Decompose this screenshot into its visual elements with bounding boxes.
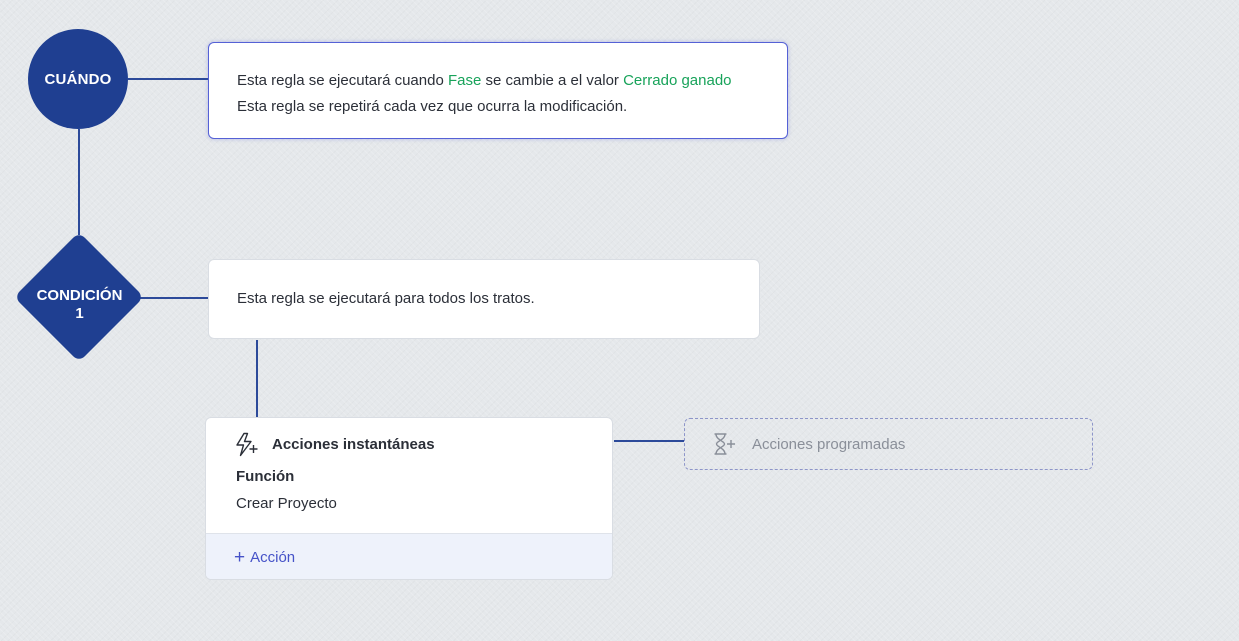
when-node-label: CUÁNDO bbox=[44, 70, 112, 88]
scheduled-actions-button[interactable]: Acciones programadas bbox=[684, 418, 1093, 470]
add-action-label: Acción bbox=[250, 549, 296, 566]
trigger-field: Fase bbox=[447, 72, 482, 89]
condition-node-label-line1: CONDICIÓN bbox=[36, 287, 123, 304]
add-action-button[interactable]: + Acción bbox=[206, 533, 612, 579]
hourglass-plus-icon bbox=[714, 433, 735, 455]
trigger-value: Cerrado ganado bbox=[623, 72, 732, 89]
condition-card[interactable]: Esta regla se ejecutará para todos los t… bbox=[208, 259, 760, 339]
condition-node-label: CONDICIÓN 1 bbox=[14, 287, 145, 323]
function-value[interactable]: Crear Proyecto bbox=[236, 495, 337, 512]
instant-actions-title: Acciones instantáneas bbox=[272, 436, 435, 453]
when-trigger-middle: se cambie a el valor bbox=[485, 72, 619, 89]
when-trigger-line2: Esta regla se repetirá cada vez que ocur… bbox=[237, 98, 628, 115]
plus-icon: + bbox=[234, 547, 246, 568]
when-trigger-card[interactable]: Esta regla se ejecutará cuando Fase se c… bbox=[208, 42, 788, 139]
when-trigger-line1: Esta regla se ejecutará cuando Fase se c… bbox=[237, 68, 787, 94]
connector-condition-to-actions bbox=[256, 340, 258, 417]
instant-actions-card: Acciones instantáneas Función Crear Proy… bbox=[205, 417, 613, 580]
instant-actions-header: Acciones instantáneas bbox=[234, 432, 435, 457]
function-label: Función bbox=[236, 468, 295, 485]
when-trigger-prefix: Esta regla se ejecutará cuando bbox=[237, 72, 444, 89]
connector-when-to-condition bbox=[78, 129, 80, 235]
scheduled-actions-label: Acciones programadas bbox=[752, 435, 906, 453]
connector-condition-to-card bbox=[140, 297, 208, 299]
condition-text: Esta regla se ejecutará para todos los t… bbox=[237, 290, 535, 307]
connector-when-to-card bbox=[128, 78, 208, 80]
condition-node-label-line2: 1 bbox=[75, 305, 84, 322]
when-node[interactable]: CUÁNDO bbox=[28, 29, 128, 129]
connector-instant-to-scheduled bbox=[614, 440, 684, 442]
lightning-plus-icon bbox=[236, 432, 258, 457]
